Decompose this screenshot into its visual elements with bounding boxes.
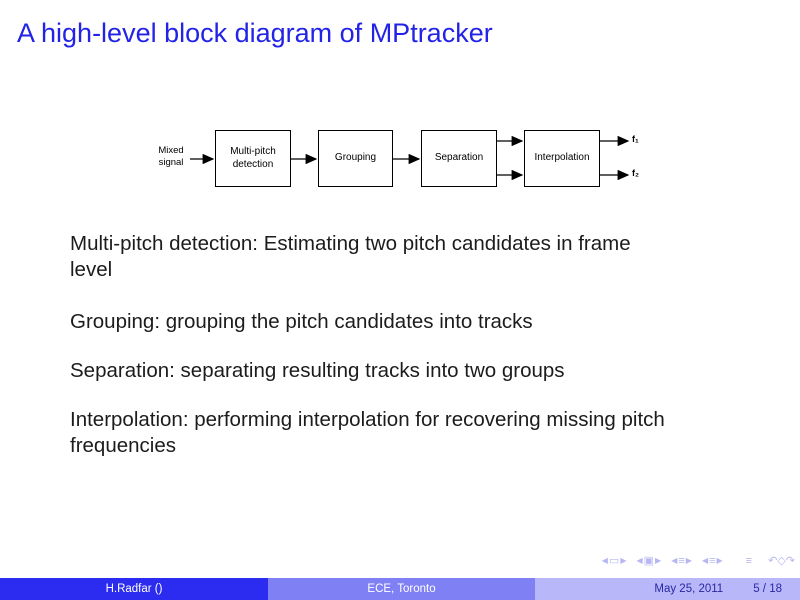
paragraph-grouping: Grouping: grouping the pitch candidates … [70,310,533,333]
prev-section-icon[interactable]: ◀ [701,556,709,565]
frame-icon[interactable]: ▣ [643,554,655,567]
diagram-box-multi-pitch-detection: Multi-pitch detection [215,130,291,187]
footer-institute-text: ECE, Toronto [367,583,436,595]
footer-author-text: H.Radfar () [105,583,163,595]
next-frame-icon[interactable]: ▶ [655,556,662,565]
slide-icon[interactable]: ▭ [608,554,620,567]
next-subsection-icon[interactable]: ▶ [685,556,692,565]
next-section-icon[interactable]: ▶ [716,556,723,565]
diagram-output-f2: f₂ [632,168,639,178]
section-icon[interactable]: ≡ [709,554,716,567]
paragraph-separation: Separation: separating resulting tracks … [70,359,565,382]
slide-title: A high-level block diagram of MPtracker [17,18,493,48]
diagram-input-label: Mixed signal [158,145,184,168]
footer-bar: H.Radfar () ECE, Toronto May 25, 2011 5 … [0,578,800,600]
block-diagram: Mixed signal Multi-pitch detection Group… [150,120,670,196]
diagram-box-interpolation: Interpolation [524,130,600,187]
footer-date-page: May 25, 2011 5 / 18 [535,578,800,600]
forward-icon[interactable]: ↷ [785,554,795,567]
diagram-box-separation: Separation [421,130,497,187]
next-slide-icon[interactable]: ▶ [620,556,627,565]
back-icon[interactable]: ↶ [768,554,778,567]
diagram-box-grouping: Grouping [318,130,393,187]
paragraph-multi-pitch-detection: Multi-pitch detection: Estimating two pi… [70,232,631,281]
prev-subsection-icon[interactable]: ◀ [671,556,678,565]
appendix-icon[interactable]: ≡ [745,554,753,567]
prev-frame-icon[interactable]: ◀ [636,556,643,565]
prev-slide-icon[interactable]: ◀ [601,556,608,565]
navigation-bar: ◀ ▭ ▶ ◀ ▣ ▶ ◀ ≡ ▶ ◀ ≡ ▶ ≡ ↶ ◇ ↷ [601,551,795,571]
subsection-icon[interactable]: ≡ [678,554,685,567]
diagram-arrows [190,135,630,181]
footer-author: H.Radfar () [0,578,268,600]
footer-date-text: May 25, 2011 [654,583,724,595]
find-icon[interactable]: ◇ [777,554,786,567]
diagram-output-f1: f₁ [632,134,639,144]
footer-institute: ECE, Toronto [268,578,535,600]
paragraph-interpolation: Interpolation: performing interpolation … [70,408,665,457]
footer-page-number: 5 / 18 [753,583,782,595]
